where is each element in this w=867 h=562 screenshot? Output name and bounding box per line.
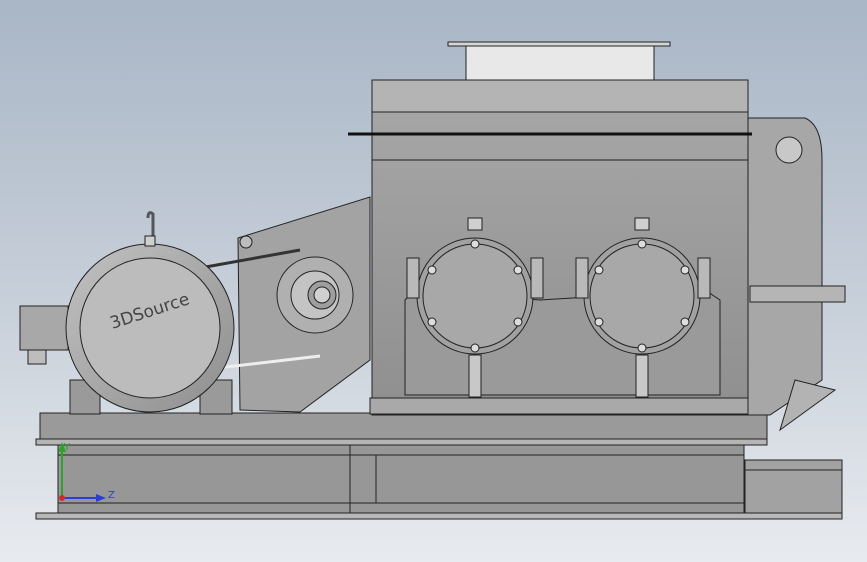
belt-drive (199, 196, 371, 413)
origin-dot (59, 495, 65, 501)
electric-motor: 3DSource (19, 211, 235, 415)
z-axis-label: Z (108, 490, 115, 501)
base-frame (35, 412, 843, 520)
crusher-housing (348, 41, 846, 432)
bearing-housing-right (575, 217, 711, 398)
y-axis-label: Y (63, 442, 71, 453)
bearing-housing-left (406, 217, 544, 398)
y-axis-arrow (58, 442, 66, 452)
z-axis-arrow (96, 494, 106, 502)
coordinate-triad: Y Z (46, 438, 116, 518)
